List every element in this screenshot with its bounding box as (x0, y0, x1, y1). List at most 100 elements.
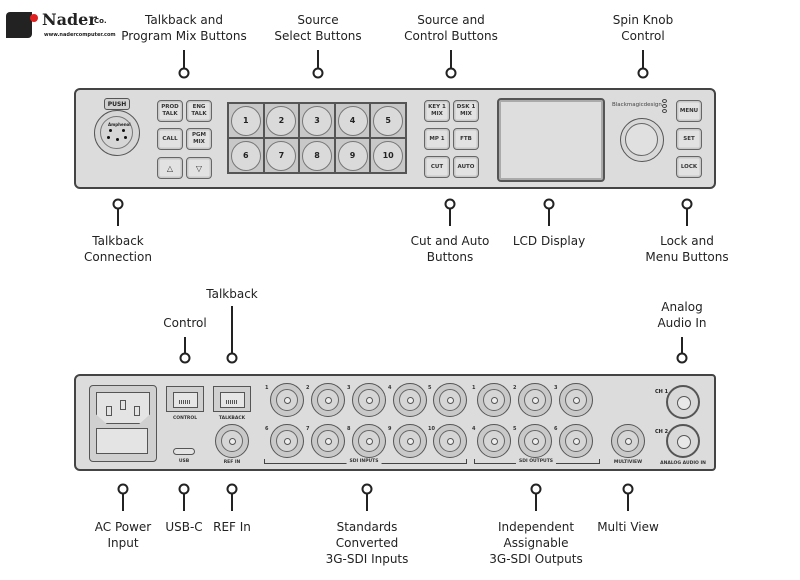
sdi-output-bnc-4 (477, 424, 511, 458)
ac-power-input (89, 385, 157, 462)
callout-pin (317, 50, 319, 72)
source-button-5[interactable]: 5 (370, 103, 406, 138)
control-port-label: CONTROL (172, 416, 198, 421)
pgm-mix-button[interactable]: PGM MIX (186, 128, 212, 150)
brand-label: Blackmagicdesign (612, 102, 662, 108)
logo-name: Nader (42, 10, 97, 29)
mp1-button[interactable]: MP 1 (424, 128, 450, 150)
sdi-input-bnc-7 (311, 424, 345, 458)
sdi-input-number: 2 (306, 385, 310, 391)
source-select-grid: 1 2 3 4 5 6 7 8 9 10 (227, 102, 407, 174)
callout-pin (627, 493, 629, 511)
sdi-input-bnc-1 (270, 383, 304, 417)
callout-talkback: Talkback (206, 287, 258, 301)
logo-url: www.nadercomputer.com (44, 32, 116, 38)
callout-pin (449, 208, 451, 226)
callout-dot (178, 67, 190, 79)
callout-usb-c: USB-C (165, 520, 203, 534)
callout-dot (445, 67, 457, 79)
talkback-port-label: TALKBACK (218, 416, 246, 421)
up-arrow-button[interactable]: △ (157, 157, 183, 179)
set-button[interactable]: SET (676, 128, 702, 150)
key1-mix-button[interactable]: KEY 1 MIX (424, 100, 450, 122)
callout-pin (681, 337, 683, 356)
callout-dot (637, 67, 649, 79)
prod-talk-button[interactable]: PROD TALK (157, 100, 183, 122)
sdi-input-bnc-8 (352, 424, 386, 458)
sdi-input-bnc-6 (270, 424, 304, 458)
eng-talk-button[interactable]: ENG TALK (186, 100, 212, 122)
source-button-1[interactable]: 1 (228, 103, 264, 138)
auto-button[interactable]: AUTO (453, 156, 479, 178)
menu-button[interactable]: MENU (676, 100, 702, 122)
usb-label: USB (178, 459, 190, 464)
down-arrow-button[interactable]: ▽ (186, 157, 212, 179)
callout-ref-in: REF In (213, 520, 251, 534)
source-button-9[interactable]: 9 (334, 138, 371, 173)
ch2-label: CH 2 (655, 429, 669, 435)
status-leds-icon (662, 99, 667, 115)
sdi-output-number: 2 (513, 385, 517, 391)
multiview-bnc (611, 424, 645, 458)
multiview-label: MULTIVIEW (613, 460, 643, 465)
call-button[interactable]: CALL (157, 128, 183, 150)
ftb-button[interactable]: FTB (453, 128, 479, 150)
logo-suffix: Co. (94, 17, 107, 25)
callout-pin (117, 208, 119, 226)
sdi-output-number: 5 (513, 426, 517, 432)
source-button-8[interactable]: 8 (299, 138, 335, 173)
sdi-input-number: 10 (428, 426, 435, 432)
source-button-7[interactable]: 7 (263, 138, 300, 173)
lcd-display (497, 98, 605, 182)
xlr-push-tab: PUSH (104, 98, 130, 110)
analog-audio-label: ANALOG AUDIO IN (660, 461, 706, 466)
source-button-6[interactable]: 6 (228, 138, 264, 173)
usb-c-port (173, 448, 195, 455)
sdi-input-number: 4 (388, 385, 392, 391)
sdi-input-number: 6 (265, 426, 269, 432)
analog-audio-ch1 (666, 385, 700, 419)
sdi-outputs-label: SDI OUTPUTS (515, 459, 557, 464)
callout-pin (450, 50, 452, 72)
callout-pin (686, 208, 688, 226)
ref-in-bnc (215, 424, 249, 458)
source-button-3[interactable]: 3 (299, 103, 335, 138)
sdi-output-number: 3 (554, 385, 558, 391)
callout-pin (642, 50, 644, 72)
logo: Nader Co. www.nadercomputer.com (6, 8, 126, 40)
talkback-ethernet-port (213, 386, 251, 412)
logo-dot-icon (30, 14, 38, 22)
source-button-10[interactable]: 10 (370, 138, 406, 173)
sdi-output-bnc-3 (559, 383, 593, 417)
lock-button[interactable]: LOCK (676, 156, 702, 178)
sdi-input-number: 1 (265, 385, 269, 391)
callout-control: Control (163, 316, 207, 330)
sdi-input-bnc-4 (393, 383, 427, 417)
sdi-input-number: 8 (347, 426, 351, 432)
dsk1-mix-button[interactable]: DSK 1 MIX (453, 100, 479, 122)
sdi-output-bnc-5 (518, 424, 552, 458)
callout-pin (184, 337, 186, 356)
sdi-input-bnc-10 (433, 424, 467, 458)
sdi-input-bnc-9 (393, 424, 427, 458)
control-ethernet-port (166, 386, 204, 412)
source-button-4[interactable]: 4 (334, 103, 371, 138)
analog-audio-ch2 (666, 424, 700, 458)
sdi-output-number: 4 (472, 426, 476, 432)
ref-in-label: REF IN (223, 460, 241, 465)
source-button-2[interactable]: 2 (263, 103, 300, 138)
callout-pin (231, 493, 233, 511)
spin-knob[interactable] (620, 118, 664, 162)
cut-button[interactable]: CUT (424, 156, 450, 178)
triangle-down-icon: ▽ (195, 163, 203, 173)
xlr-talkback-connector: Amphenol (94, 110, 140, 156)
callout-dot (676, 352, 688, 364)
sdi-input-number: 7 (306, 426, 310, 432)
